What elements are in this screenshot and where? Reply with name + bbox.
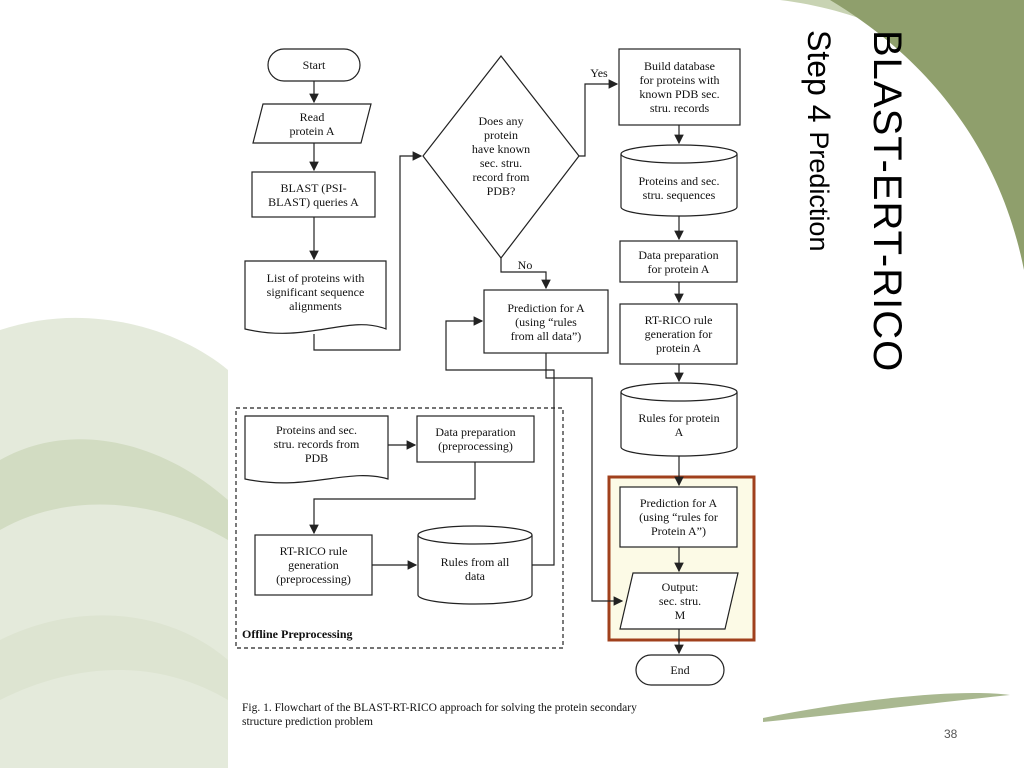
blast-node	[251, 171, 376, 218]
start-label: Start	[302, 58, 326, 72]
proteins-seq-node	[620, 144, 738, 217]
data-prep-a-node	[619, 240, 738, 283]
pdb-records-label: Proteins and sec. stru. records from PDB	[273, 423, 360, 465]
slide-subtitle: Step 4 Prediction	[800, 30, 837, 251]
list-label: List of proteins with significant sequen…	[266, 271, 365, 313]
slide-title: BLAST-ERT-RICO	[865, 30, 909, 373]
top-right-swoosh-dark	[830, 0, 1024, 270]
pred-all-node	[483, 289, 609, 354]
rules-all-node	[417, 525, 533, 605]
subtitle-prediction: Prediction	[804, 131, 834, 252]
flowchart-figure: Start Read protein A BLAST (PSI- BLAST) …	[228, 32, 763, 740]
end-label: End	[670, 663, 690, 677]
rules-a-label: Rules for protein A	[638, 411, 720, 439]
flowchart-svg	[235, 48, 756, 686]
end-node	[635, 654, 725, 686]
list-node	[244, 260, 387, 334]
yes-label: Yes	[590, 66, 608, 80]
rules-a-node	[620, 382, 738, 457]
read-label: Read protein A	[289, 109, 335, 138]
bottom-swoosh	[763, 692, 1010, 722]
page-number: 38	[944, 727, 958, 741]
offline-label: Offline Preprocessing	[242, 627, 353, 641]
prep-offline-node	[416, 415, 535, 463]
proteins-seq-label: Proteins and sec. stru. sequences	[638, 174, 720, 202]
connectors	[309, 79, 684, 655]
pdb-records-node	[244, 415, 389, 484]
build-label: Build database for proteins with known P…	[639, 59, 720, 115]
read-node	[252, 103, 372, 144]
prep-offline-label: Data preparation (preprocessing)	[435, 425, 516, 453]
output-node	[619, 572, 739, 630]
offline-box	[235, 407, 564, 649]
figure-caption: Fig. 1. Flowchart of the BLAST-RT-RICO a…	[242, 702, 637, 728]
rtrico-a-label: RT-RICO rule generation for protein A	[644, 313, 713, 355]
no-label: No	[517, 258, 533, 272]
rtrico-offline-label: RT-RICO rule generation (preprocessing)	[276, 544, 351, 586]
pred-a-node	[619, 486, 738, 548]
pred-all-label: Prediction for A (using “rules from all …	[507, 300, 585, 343]
blast-label: BLAST (PSI- BLAST) queries A	[268, 180, 359, 209]
build-node	[618, 48, 741, 126]
decision-label: Does any protein have known sec. stru. r…	[471, 114, 531, 198]
left-swoosh-lower	[0, 615, 228, 700]
left-swoosh-light	[0, 317, 228, 768]
data-prep-a-label: Data preparation for protein A	[638, 247, 719, 276]
output-label: Output: sec. stru. M	[658, 580, 702, 622]
rtrico-a-node	[619, 303, 738, 365]
pred-a-label: Prediction for A (using “rules for Prote…	[639, 496, 718, 538]
rules-all-label: Rules from all data	[440, 555, 510, 583]
subtitle-step: Step 4	[801, 30, 837, 132]
left-swoosh-dark	[0, 439, 228, 540]
